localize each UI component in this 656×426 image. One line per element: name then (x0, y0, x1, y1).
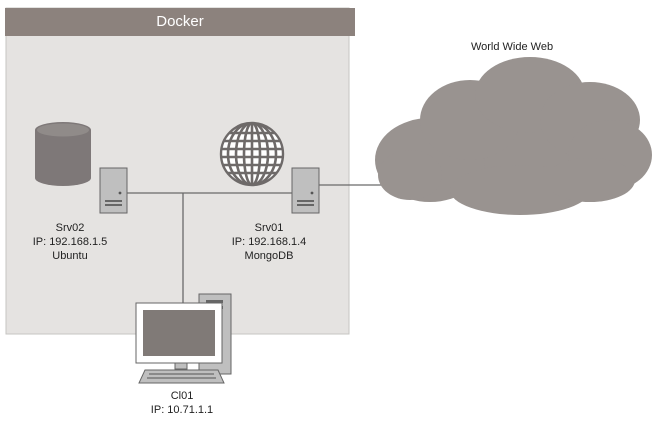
cl01-name: Cl01 (170, 390, 194, 402)
srv01-role: MongoDB (244, 250, 294, 262)
srv02-label: Srv02 IP: 192.168.1.5 Ubuntu (20, 221, 120, 263)
cl01-ip: IP: 10.71.1.1 (150, 404, 214, 416)
desktop-computer-icon (135, 293, 232, 384)
srv02-ip: IP: 192.168.1.5 (32, 236, 108, 248)
server-srv02-icon (99, 167, 128, 214)
srv01-ip: IP: 192.168.1.4 (231, 236, 307, 248)
server-srv01-icon (291, 167, 320, 214)
srv01-label: Srv01 IP: 192.168.1.4 MongoDB (214, 221, 324, 263)
docker-header-bar (5, 8, 355, 36)
srv02-name: Srv02 (55, 222, 85, 234)
internet-label: World Wide Web (470, 41, 554, 53)
cl01-label: Cl01 IP: 10.71.1.1 (132, 389, 232, 417)
database-icon (35, 122, 91, 186)
internet-cloud-icon (375, 57, 652, 215)
srv01-name: Srv01 (254, 222, 284, 234)
srv02-role: Ubuntu (52, 250, 88, 262)
docker-title: Docker (156, 13, 204, 30)
globe-icon (219, 121, 285, 187)
